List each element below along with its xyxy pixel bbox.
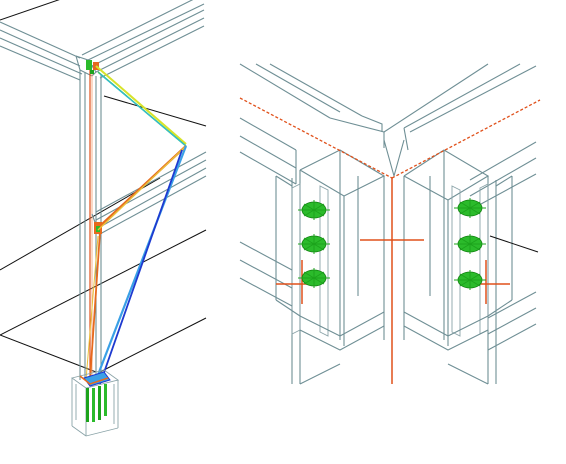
right-flange-plates [451, 175, 513, 337]
detail-lower-beams [239, 241, 537, 385]
detail-beam-left [239, 63, 385, 185]
bolt-groups-left [298, 200, 330, 288]
roof-beam-right [81, 0, 205, 79]
mid-connection-bolts [94, 222, 102, 234]
bolt-group [298, 234, 330, 254]
bolt-group [298, 200, 330, 220]
corner-detail-view [239, 63, 541, 385]
bolt-group [454, 234, 486, 254]
bolt-groups-right [454, 198, 486, 290]
left-flange-plates [275, 175, 329, 337]
roof-beam-left [0, 21, 83, 81]
mid-beam [91, 151, 207, 237]
column-base-footing [70, 369, 120, 437]
grid-lines-top [0, 0, 207, 373]
bolt-group [298, 268, 330, 288]
bolt-group [454, 270, 486, 290]
detail-beam-right [383, 63, 537, 211]
bracing [85, 65, 188, 385]
centerlines [239, 97, 541, 384]
bolt-group [454, 198, 486, 218]
isometric-frame-view [0, 0, 207, 437]
